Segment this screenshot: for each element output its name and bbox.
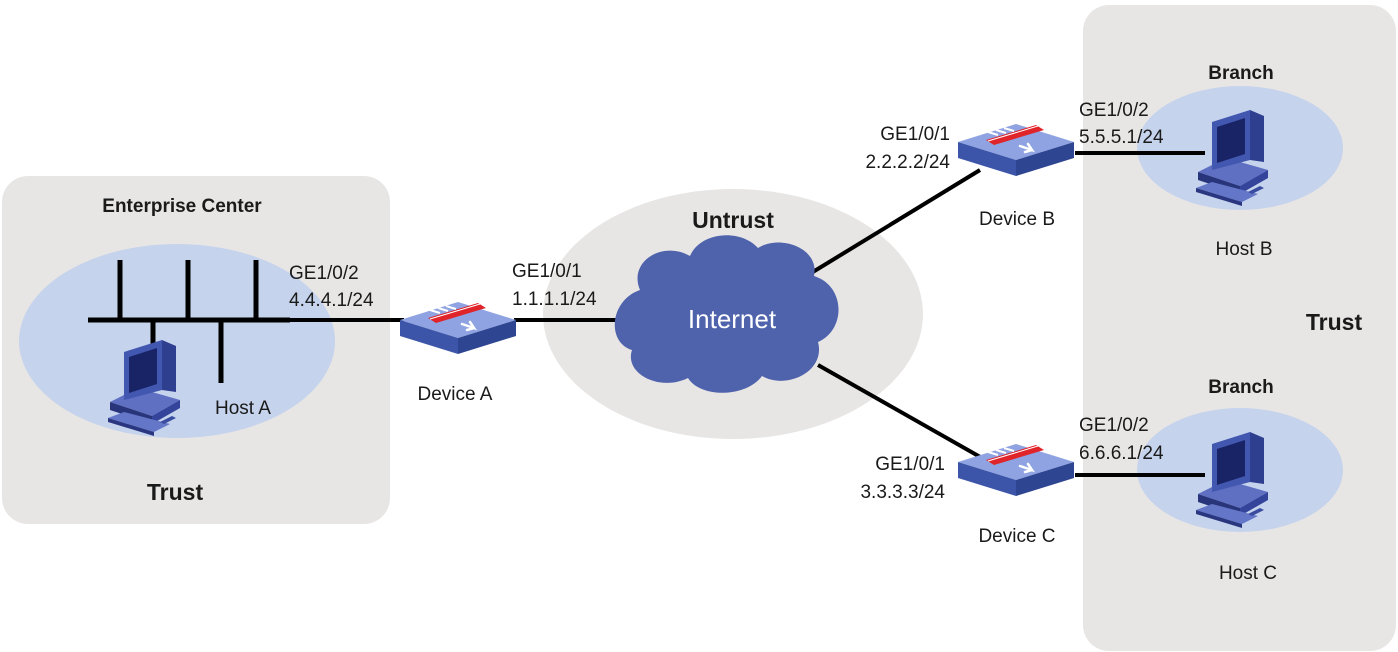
internet-cloud-icon (614, 235, 839, 393)
device-a-right-ip: 1.1.1.1/24 (512, 289, 597, 310)
device-b-right-interface: GE1/0/2 (1079, 100, 1149, 121)
lan-bus (88, 260, 290, 383)
device-c-left-interface: GE1/0/1 (875, 454, 945, 475)
device-a-right-interface: GE1/0/1 (512, 261, 582, 282)
enterprise-center-title: Enterprise Center (102, 196, 262, 217)
links (290, 151, 1205, 477)
branch-b-title: Branch (1208, 63, 1273, 84)
host-b-name: Host B (1215, 239, 1272, 260)
device-b-firewall-icon (956, 122, 1076, 178)
link-internet-device-c (817, 363, 983, 460)
enterprise-trust-label: Trust (147, 479, 204, 505)
branch-trust-label: Trust (1306, 309, 1363, 335)
device-b-right-ip: 5.5.5.1/24 (1079, 127, 1164, 148)
device-a-firewall-icon (398, 300, 518, 356)
device-a-name: Device A (418, 384, 493, 405)
device-c-right-interface: GE1/0/2 (1079, 415, 1149, 436)
device-b-left-interface: GE1/0/1 (880, 124, 950, 145)
device-b-name: Device B (979, 209, 1055, 230)
untrust-label: Untrust (692, 207, 774, 233)
device-c-firewall-icon (956, 442, 1076, 498)
host-c-name: Host C (1219, 563, 1277, 584)
device-b-left-ip: 2.2.2.2/24 (865, 152, 950, 173)
internet-label: Internet (688, 304, 777, 334)
host-a-name: Host A (215, 398, 271, 419)
device-a-left-interface: GE1/0/2 (289, 263, 359, 284)
device-c-name: Device C (978, 526, 1055, 547)
branch-c-title: Branch (1208, 377, 1273, 398)
device-c-right-ip: 6.6.6.1/24 (1079, 443, 1164, 464)
device-c-left-ip: 3.3.3.3/24 (860, 482, 945, 503)
device-a-left-ip: 4.4.4.1/24 (289, 290, 374, 311)
link-internet-device-b (801, 168, 982, 280)
